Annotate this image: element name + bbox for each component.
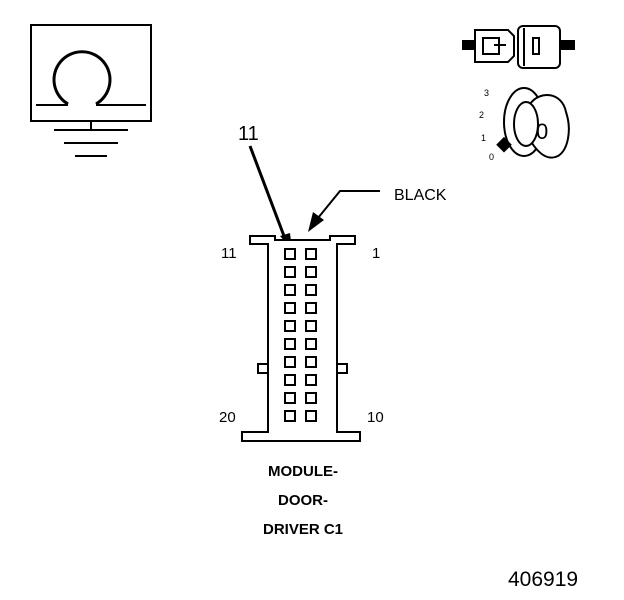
- ignition-key-label: 0: [536, 119, 548, 144]
- pin-label-20: 20: [219, 409, 236, 426]
- pin-cavity: [284, 374, 296, 386]
- pin-cavity: [305, 338, 317, 350]
- caption-line-3: DRIVER C1: [263, 521, 343, 538]
- ignition-position-3: 3: [484, 88, 489, 98]
- pin-cavity: [284, 392, 296, 404]
- color-arrowhead: [308, 212, 324, 232]
- pin-cavity: [305, 356, 317, 368]
- connector-icon: [462, 25, 575, 69]
- ignition-key-icon: [496, 87, 570, 159]
- pin-label-11: 11: [221, 245, 237, 262]
- ignition-position-2: 2: [479, 110, 484, 120]
- pin-cavity: [305, 374, 317, 386]
- pin-label-10: 10: [367, 409, 384, 426]
- ground-icon: [30, 24, 152, 157]
- connector-face: [241, 235, 361, 442]
- pin-cavity: [305, 248, 317, 260]
- pin-cavity: [284, 356, 296, 368]
- pin-grid: [284, 248, 317, 422]
- caption-line-2: DOOR-: [278, 492, 328, 509]
- pin-cavity: [305, 266, 317, 278]
- pin-cavity: [305, 320, 317, 332]
- callout-arrow-line: [248, 145, 286, 237]
- pin-cavity: [284, 266, 296, 278]
- pin-label-1: 1: [372, 245, 380, 262]
- callout-pin-number: 11: [238, 123, 259, 145]
- ignition-position-0: 0: [489, 152, 494, 162]
- pin-cavity: [305, 302, 317, 314]
- ignition-position-1: 1: [481, 133, 486, 143]
- caption-line-1: MODULE-: [268, 463, 338, 480]
- pin-cavity: [305, 284, 317, 296]
- pin-cavity: [305, 392, 317, 404]
- pin-cavity: [284, 338, 296, 350]
- figure-number: 406919: [508, 568, 578, 591]
- pin-cavity: [284, 410, 296, 422]
- pin-cavity: [305, 410, 317, 422]
- pin-cavity: [284, 320, 296, 332]
- pin-cavity: [284, 248, 296, 260]
- color-leader-line: [317, 190, 380, 219]
- connector-color-label: BLACK: [394, 187, 447, 204]
- pin-cavity: [284, 284, 296, 296]
- pin-cavity: [284, 302, 296, 314]
